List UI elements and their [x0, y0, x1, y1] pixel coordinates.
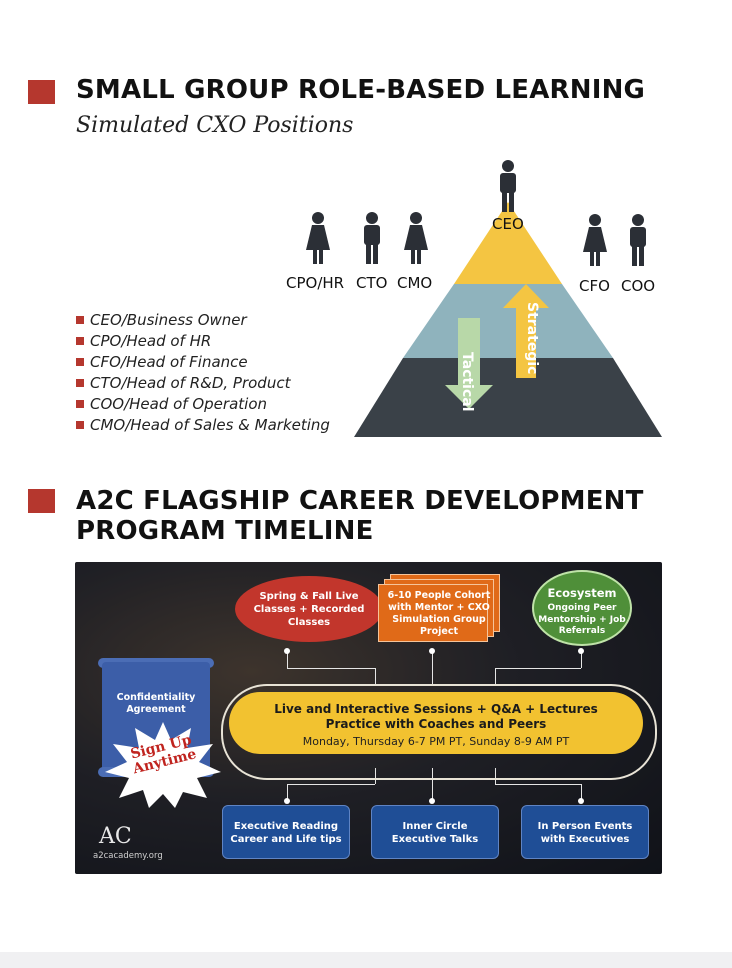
starburst-badge: [105, 722, 221, 808]
section-title-line2: PROGRAM TIMELINE: [76, 516, 374, 546]
strategic-arrow: [503, 284, 549, 378]
coo-person-icon: [627, 214, 649, 268]
section-subtitle: Simulated CXO Positions: [76, 113, 354, 138]
a2c-website-text: a2cacademy.org: [93, 851, 163, 861]
list-item: CPO/Head of HR: [76, 331, 330, 352]
role-list: CEO/Business Owner CPO/Head of HR CFO/He…: [76, 310, 330, 436]
list-item: CMO/Head of Sales & Marketing: [76, 415, 330, 436]
cto-person-icon: [361, 212, 383, 266]
pyramid-bottom: [354, 358, 662, 437]
ceo-label: CEO: [492, 215, 524, 233]
in-person-events-box: In Person Events with Executives: [521, 805, 649, 859]
tactical-label: Tactical: [459, 352, 475, 412]
pyramid-top: [454, 202, 562, 284]
ecosystem-circle: Ecosystem Ongoing Peer Mentorship + Job …: [532, 570, 632, 646]
cfo-person-icon: [582, 214, 608, 268]
cpo-person-icon: [305, 212, 331, 266]
strategic-label: Strategic: [524, 302, 540, 375]
executive-reading-box: Executive Reading Career and Life tips: [222, 805, 350, 859]
cto-label: CTO: [356, 274, 388, 292]
list-item: CEO/Business Owner: [76, 310, 330, 331]
section-title: SMALL GROUP ROLE-BASED LEARNING: [76, 75, 646, 105]
cfo-label: CFO: [579, 277, 610, 295]
ceo-person-icon: [497, 160, 519, 214]
list-item: COO/Head of Operation: [76, 394, 330, 415]
classes-bubble: Spring & Fall Live Classes + Recorded Cl…: [235, 576, 383, 642]
timeline-graphic: Spring & Fall Live Classes + Recorded Cl…: [75, 562, 662, 874]
page-footer-strip: [0, 952, 732, 968]
section-marker: [28, 489, 55, 513]
cxo-pyramid: [354, 202, 662, 437]
tactical-arrow: [445, 318, 493, 409]
inner-circle-box: Inner Circle Executive Talks: [371, 805, 499, 859]
sessions-pill: Live and Interactive Sessions + Q&A + Le…: [229, 692, 643, 754]
a2c-logo: AC: [99, 824, 132, 849]
cpo-label: CPO/HR: [286, 274, 345, 292]
sessions-ring: [221, 684, 657, 780]
list-item: CFO/Head of Finance: [76, 352, 330, 373]
section-title-line1: A2C FLAGSHIP CAREER DEVELOPMENT: [76, 486, 644, 516]
cohort-card-stack: 6-10 People Cohort with Mentor + CXO Sim…: [378, 574, 506, 642]
coo-label: COO: [621, 277, 656, 295]
section-marker: [28, 80, 55, 104]
list-item: CTO/Head of R&D, Product: [76, 373, 330, 394]
cmo-label: CMO: [397, 274, 433, 292]
cmo-person-icon: [403, 212, 429, 266]
pyramid-middle: [403, 284, 613, 358]
